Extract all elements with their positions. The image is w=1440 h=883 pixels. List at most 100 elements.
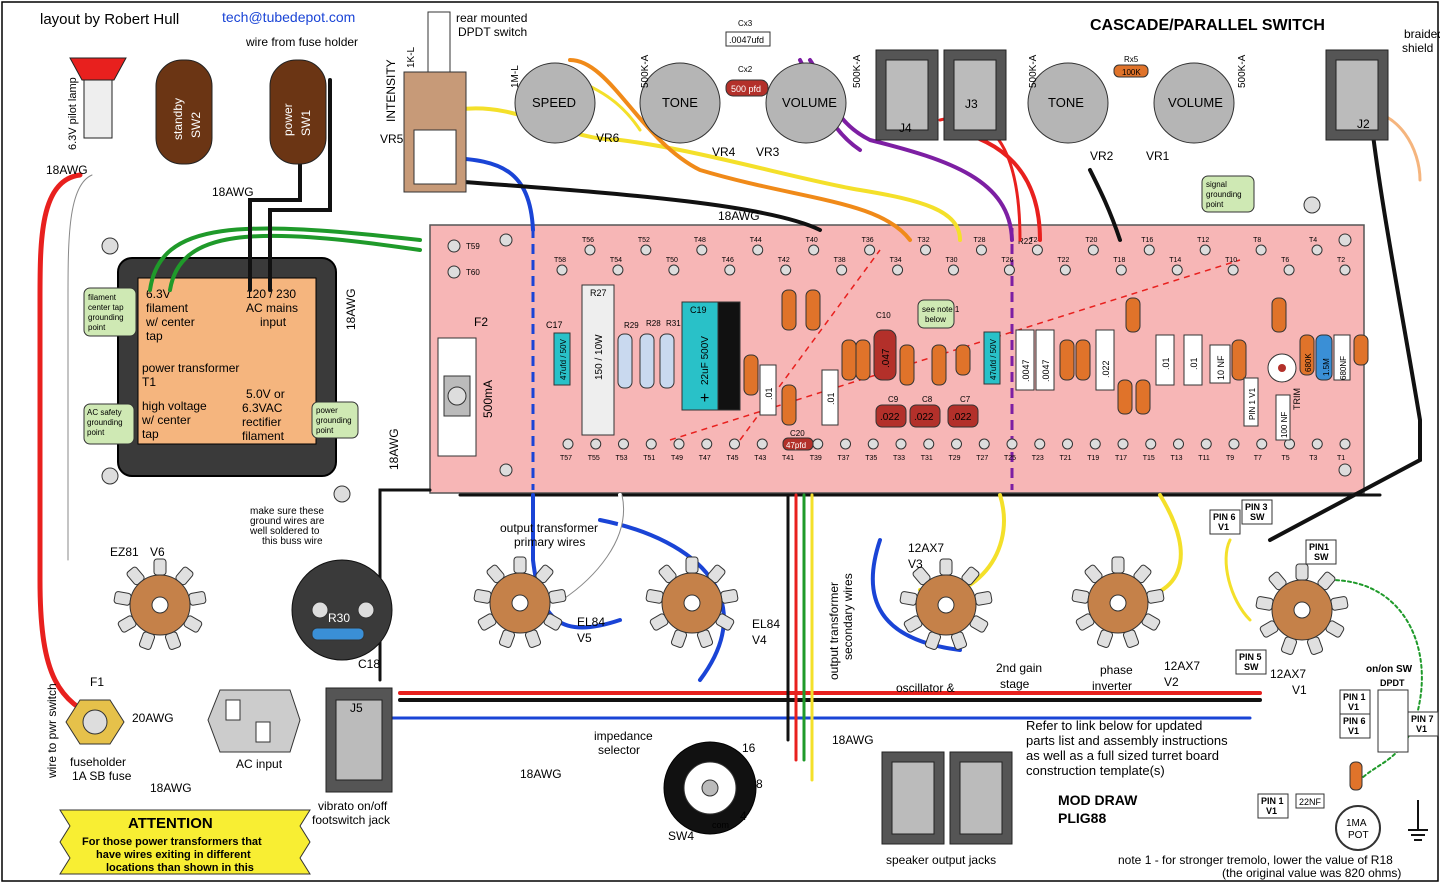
c18-label: C18 [358, 657, 380, 671]
c17-label: C17 [546, 320, 563, 330]
c19-value: 22uF 500V [700, 336, 711, 385]
pin-label-pin5sw: PIN 5SW [1235, 649, 1267, 675]
turret-t56 [584, 244, 596, 256]
svg-text:secondary wires: secondary wires [841, 573, 855, 660]
attention-line-2: have wires exiting in different [96, 849, 251, 861]
fuse-f2[interactable]: F2 500mA [437, 315, 495, 457]
pot-vr4-tone[interactable]: TONE VR4 [639, 62, 736, 159]
c5-value: 47ufd / 50V [989, 338, 998, 380]
svg-text:.022: .022 [880, 412, 900, 423]
pot-vr5-intensity[interactable] [403, 11, 467, 193]
email-link[interactable]: tech@tubedepot.com [222, 9, 355, 25]
ac-input-socket[interactable]: AC input [207, 689, 301, 771]
c17-value: 47ufd / 50V [559, 338, 568, 380]
svg-text:6.3VAC: 6.3VAC [242, 401, 283, 415]
ac-input-label: AC input [236, 757, 283, 771]
oscillator-label: oscillator & [896, 681, 955, 695]
ac-safety-callout: AC safety grounding point [83, 403, 135, 445]
svg-text:SW: SW [1250, 512, 1265, 522]
r27-label: R27 [590, 288, 607, 298]
svg-text:grounding: grounding [87, 418, 123, 427]
turret-label: T13 [1171, 455, 1183, 462]
see-note-callout [917, 299, 955, 329]
pot-vr3-volume[interactable]: VOLUME VR3 [756, 62, 847, 159]
one-kl-label: 1K-L [406, 46, 417, 68]
tube-socket-v5 [473, 556, 567, 648]
fuseholder-f1[interactable]: F1 fuseholder 1A SB fuse [65, 675, 132, 783]
svg-text:PIN1: PIN1 [1309, 542, 1329, 552]
svg-text:footswitch jack: footswitch jack [312, 813, 391, 827]
vr5-label: VR5 [380, 132, 404, 146]
turret-t8 [1255, 244, 1267, 256]
turret-label: T39 [810, 455, 822, 462]
pin-label-pin6v1: PIN 6V1 [1339, 713, 1371, 739]
svg-text:PIN 3: PIN 3 [1245, 502, 1268, 512]
impedance-selector-sw4[interactable]: impedance selector SW4 16 8 4 com [594, 729, 763, 843]
svg-text:grounding: grounding [88, 313, 124, 322]
jack-j5[interactable]: J5 vibrato on/off footswitch jack [312, 687, 393, 827]
svg-text:C19: C19 [690, 305, 707, 315]
turret-label: T53 [616, 455, 628, 462]
turret-t51 [645, 438, 657, 450]
pot-vr2-tone[interactable]: TONE VR2 [1027, 62, 1114, 163]
jack-j2[interactable]: J2 [1325, 49, 1389, 141]
braided-label: braided [1404, 27, 1440, 41]
refer-line-2: parts list and assembly instructions [1026, 733, 1228, 748]
cap-cx2 [725, 79, 769, 97]
svg-text:V1: V1 [1416, 724, 1427, 734]
svg-text:tap: tap [142, 427, 159, 441]
tube-socket-v4 [645, 556, 739, 648]
turret-label: T55 [588, 455, 600, 462]
turret-label: T15 [1143, 455, 1155, 462]
j4-label: J4 [899, 121, 912, 135]
pot-value-vr2: 500K-A [1028, 54, 1039, 88]
turret-t9 [1228, 438, 1240, 450]
attention-title: ATTENTION [128, 815, 213, 832]
turret-label: T43 [754, 455, 766, 462]
turret-row-top: T59T60T58T56T54T52T50T48T46T44T42T40T38T… [447, 237, 1351, 279]
attention-banner: ATTENTION For those power transformers t… [59, 809, 311, 875]
svg-text:filament: filament [242, 429, 285, 443]
svg-text:grounding: grounding [316, 416, 352, 425]
svg-text:rectifier: rectifier [242, 415, 281, 429]
power-label: power [281, 103, 295, 136]
jack-j4[interactable]: J4 [875, 49, 939, 141]
turret-t11 [1200, 438, 1212, 450]
turret-t15 [1145, 438, 1157, 450]
turret-label: T10 [1225, 257, 1237, 264]
standby-switch-sw2[interactable]: standby SW2 [155, 59, 213, 165]
power-ground-callout: power grounding point [311, 401, 359, 439]
dpdt-switch[interactable] [1377, 689, 1409, 753]
pot-1ma[interactable]: 1MA POT [1335, 805, 1381, 851]
pin-label-pin6v1: PIN 6V1 [1209, 509, 1241, 535]
turret-label: T23 [1032, 455, 1044, 462]
f2-label: F2 [474, 315, 488, 329]
turret-label: T54 [610, 257, 622, 264]
imp-8: 8 [756, 777, 763, 791]
turret-t19 [1089, 438, 1101, 450]
jack-j3[interactable]: J3 [943, 49, 1007, 141]
turret-t45 [729, 438, 740, 450]
speaker-output-jacks[interactable]: speaker output jacks [881, 751, 1013, 867]
turret-t17 [1117, 438, 1129, 450]
turret-label: T35 [865, 455, 877, 462]
power-transformer: 6.3V filament w/ center tap 120 / 230 AC… [117, 257, 337, 477]
sw4-label: SW4 [668, 829, 694, 843]
pt-name: power transformer [142, 361, 239, 375]
pin-label-pin1v1: PIN 1V1 [1339, 689, 1371, 715]
svg-text:w/ center: w/ center [141, 413, 191, 427]
awg-label-2: 18AWG [212, 185, 254, 199]
svg-text:point: point [1206, 200, 1224, 209]
pot-vr1-volume[interactable]: VOLUME VR1 [1146, 62, 1235, 163]
svg-text:AC mains: AC mains [246, 301, 298, 315]
pt-hv: high voltage [142, 399, 207, 413]
turret-label: T18 [1113, 257, 1125, 264]
svg-text:10 NF: 10 NF [1216, 355, 1226, 380]
svg-text:filament: filament [146, 301, 189, 315]
awg-label-4: 18AWG [344, 288, 358, 330]
power-switch-sw1[interactable]: power SW1 [269, 59, 327, 165]
pot-vr6-speed[interactable]: SPEED VR6 1M-L [510, 62, 620, 145]
f1-label: F1 [90, 675, 104, 689]
svg-text:.01: .01 [1161, 357, 1171, 370]
turret-t38 [836, 264, 848, 276]
